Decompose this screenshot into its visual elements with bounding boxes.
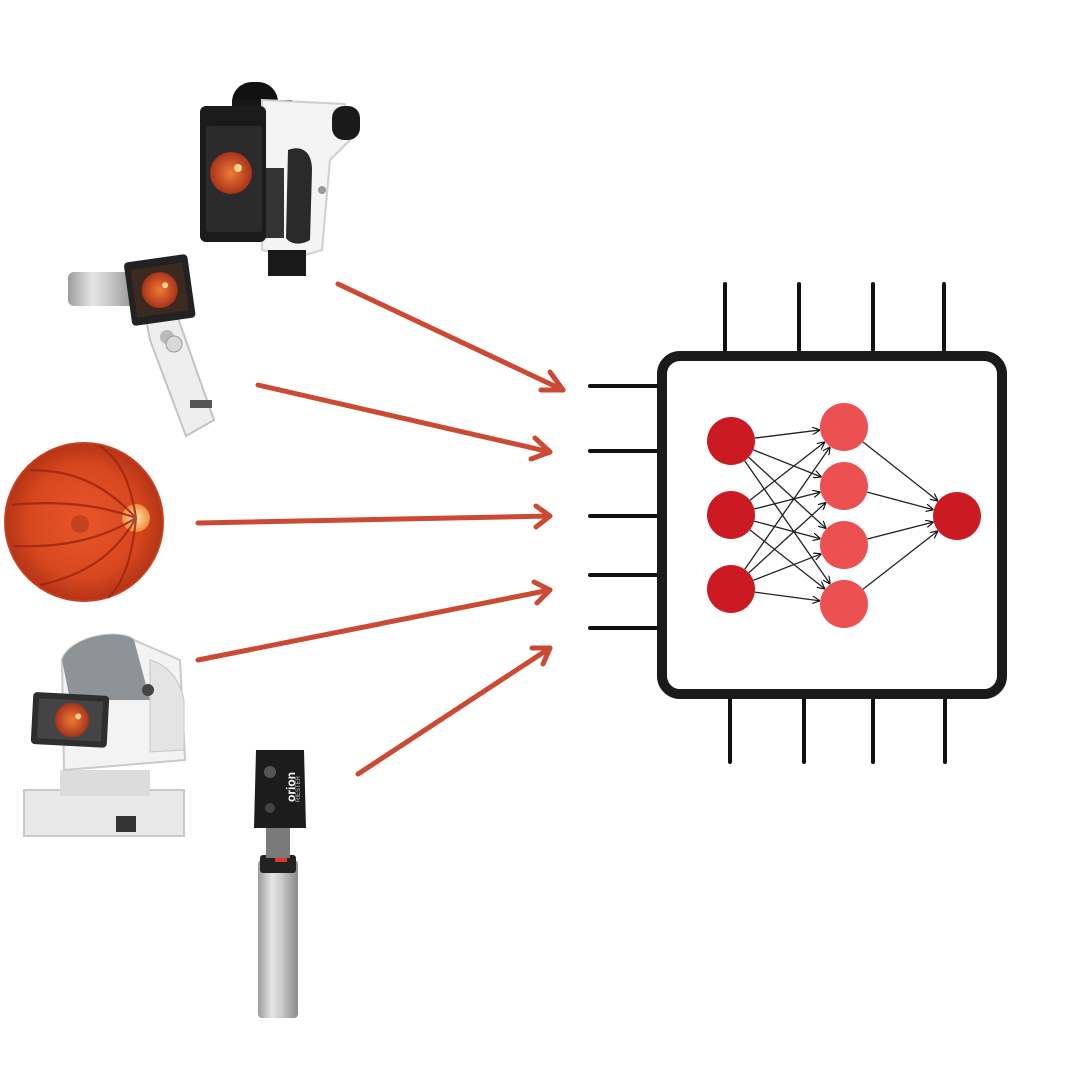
input-node	[707, 417, 755, 465]
network-edge	[867, 522, 933, 540]
network-edge	[749, 529, 825, 589]
input-node	[707, 491, 755, 539]
arrow-1	[335, 281, 566, 393]
ai-chip-icon	[588, 282, 1007, 764]
network-edge	[867, 491, 933, 509]
input-arrows	[195, 281, 566, 777]
network-edge	[748, 503, 826, 574]
network-edge	[753, 554, 820, 581]
hidden-node	[820, 580, 868, 628]
network-edge	[744, 448, 830, 570]
network-edge	[754, 520, 820, 538]
desktop-fundus-camera-icon	[23, 633, 187, 837]
network-edge	[754, 591, 819, 601]
handheld-fundus-camera-icon	[68, 254, 216, 438]
network-edge	[744, 460, 830, 584]
network-edges	[744, 430, 938, 601]
arrow-5	[355, 645, 553, 777]
arrow-3	[195, 503, 553, 530]
network-edge	[862, 441, 938, 501]
arrow-2	[255, 382, 553, 462]
ophthalmoscope-brand-sub: RIESTER	[296, 775, 302, 802]
ophthalmoscope-icon: orion RIESTER	[254, 750, 306, 1018]
hidden-node	[820, 462, 868, 510]
neural-network	[707, 403, 981, 628]
smartphone-fundus-camera-icon	[200, 82, 360, 276]
ophthalmoscope-brand: orion	[284, 772, 298, 802]
arrow-4	[195, 579, 553, 663]
network-edge	[754, 430, 819, 439]
retina-photo-icon	[4, 442, 164, 602]
network-edge	[753, 449, 820, 477]
network-edge	[748, 456, 826, 528]
hidden-node	[820, 403, 868, 451]
hidden-node	[820, 521, 868, 569]
network-edge	[754, 492, 820, 510]
network-edge	[862, 531, 937, 590]
output-node	[933, 492, 981, 540]
network-nodes	[707, 403, 981, 628]
input-node	[707, 565, 755, 613]
network-edge	[749, 442, 824, 501]
